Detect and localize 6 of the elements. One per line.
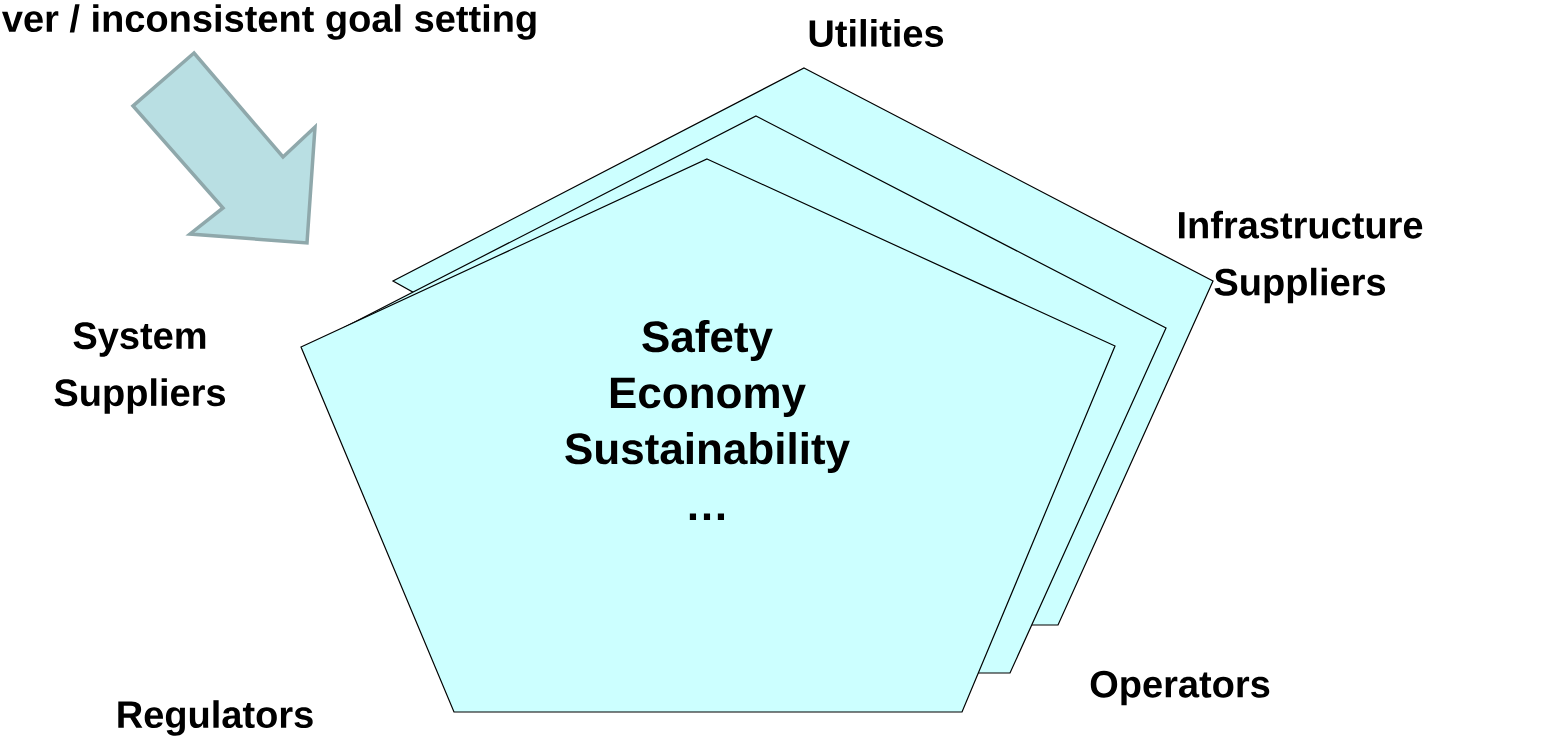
stakeholder-label: Infrastructure Suppliers — [1179, 210, 1423, 304]
stakeholder-label: Regulators — [118, 700, 313, 736]
stakeholder-label: Utilities — [809, 19, 944, 47]
stakeholder-label: Operators — [1090, 670, 1270, 706]
stakeholder-label: System Suppliers — [54, 322, 226, 414]
stakeholder-label: ver / inconsistent goal setting — [2, 4, 536, 40]
